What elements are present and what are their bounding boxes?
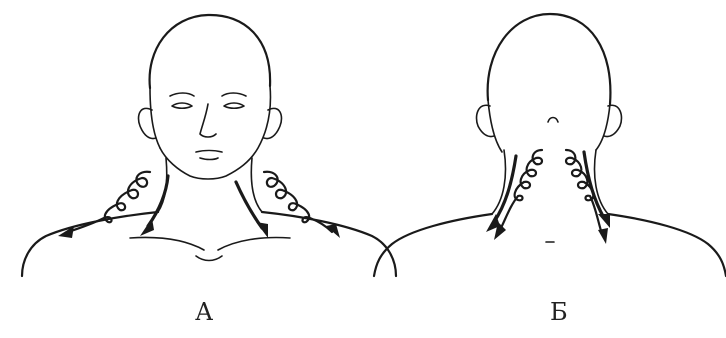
panel-label-front: А bbox=[195, 300, 213, 324]
front-spiral-arrows bbox=[58, 172, 340, 238]
panel-front bbox=[22, 15, 396, 276]
spiral-arrow-icon bbox=[68, 172, 150, 232]
spiral-arrow-icon bbox=[500, 150, 542, 230]
spiral-arrow-icon bbox=[264, 172, 332, 232]
panel-label-back: Б bbox=[550, 300, 568, 324]
back-figure-outline bbox=[374, 14, 726, 276]
front-straight-arrows bbox=[140, 176, 268, 238]
back-spiral-arrows bbox=[494, 150, 608, 244]
panel-back bbox=[374, 14, 726, 276]
straight-arrow-icon bbox=[148, 176, 168, 226]
front-figure-outline bbox=[22, 15, 396, 276]
